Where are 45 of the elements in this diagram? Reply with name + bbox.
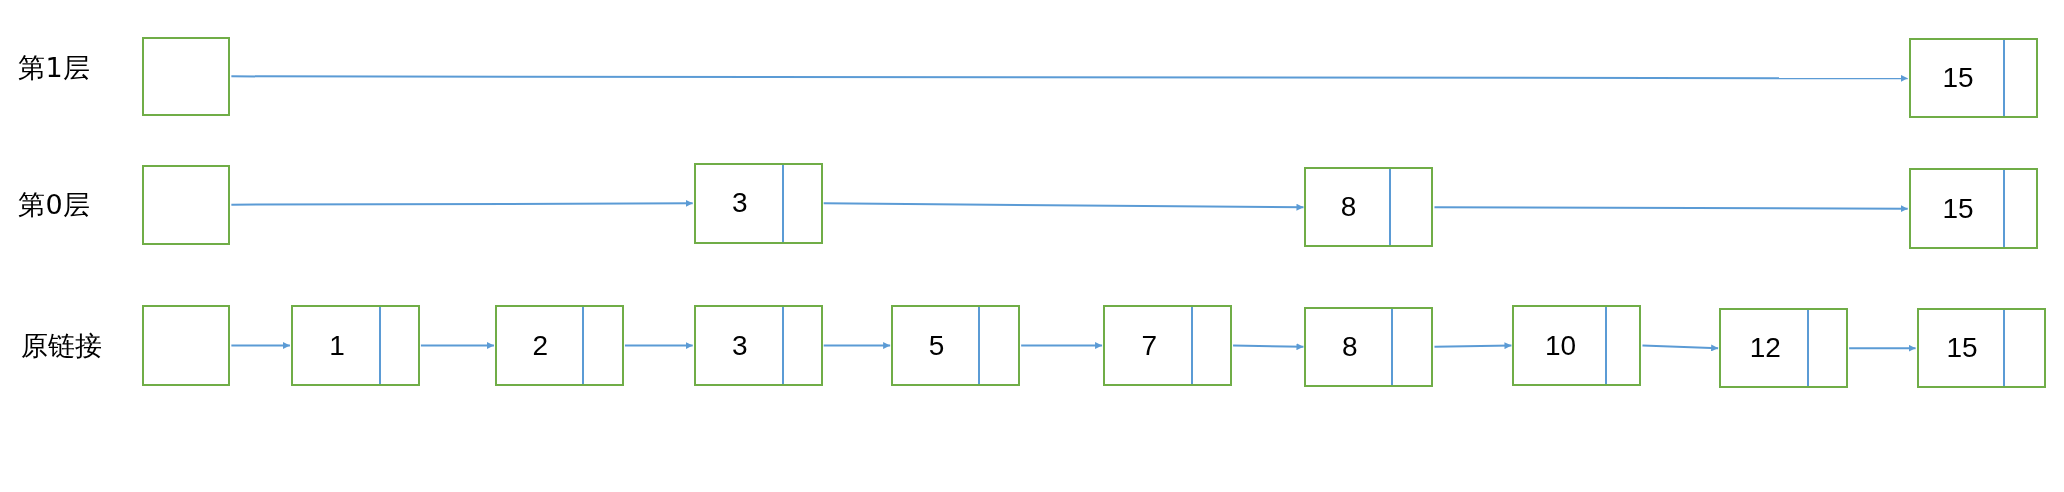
list-node-box (693, 163, 823, 244)
level-label: 第1层 (18, 51, 90, 86)
list-node-box (1908, 38, 2038, 119)
arrow (230, 199, 694, 207)
arrow (230, 74, 1909, 82)
list-node-box (494, 305, 624, 386)
list-node-box (1908, 168, 2038, 249)
arrow (822, 202, 1305, 211)
arrow (1020, 342, 1104, 350)
arrow (230, 342, 291, 350)
arrow (1641, 344, 1720, 352)
list-node-box (1304, 306, 1434, 387)
head-box (142, 36, 231, 116)
node-value: 7 (1141, 329, 1157, 362)
node-value: 3 (732, 329, 748, 362)
node-value: 8 (1342, 330, 1358, 363)
arrow (419, 342, 495, 350)
list-node-box (1512, 305, 1642, 386)
list-node-box (1916, 308, 2046, 389)
list-node-box (1103, 305, 1233, 386)
arrow (1433, 205, 1909, 213)
arrow (1848, 344, 1917, 352)
list-node-box (891, 305, 1021, 386)
arrow (1433, 342, 1513, 350)
head-box (142, 305, 231, 386)
head-box (142, 164, 231, 245)
list-node-box (1719, 308, 1849, 389)
node-value: 3 (732, 187, 748, 220)
list-node-box (290, 305, 420, 386)
node-value: 1 (329, 329, 345, 362)
arrow (623, 342, 694, 350)
node-value: 15 (1946, 332, 1978, 365)
node-value: 10 (1544, 329, 1577, 362)
list-node-box (1304, 167, 1434, 248)
arrow (822, 342, 892, 350)
node-value: 5 (928, 329, 945, 362)
level-label: 第0层 (18, 188, 90, 223)
node-value: 15 (1942, 62, 1974, 95)
node-value: 12 (1749, 332, 1781, 365)
node-value: 15 (1942, 192, 1974, 225)
node-value: 8 (1340, 191, 1357, 224)
node-value: 2 (532, 329, 549, 362)
level-label: 原链接 (21, 329, 103, 364)
arrow (1232, 343, 1305, 351)
list-node-box (693, 305, 823, 386)
